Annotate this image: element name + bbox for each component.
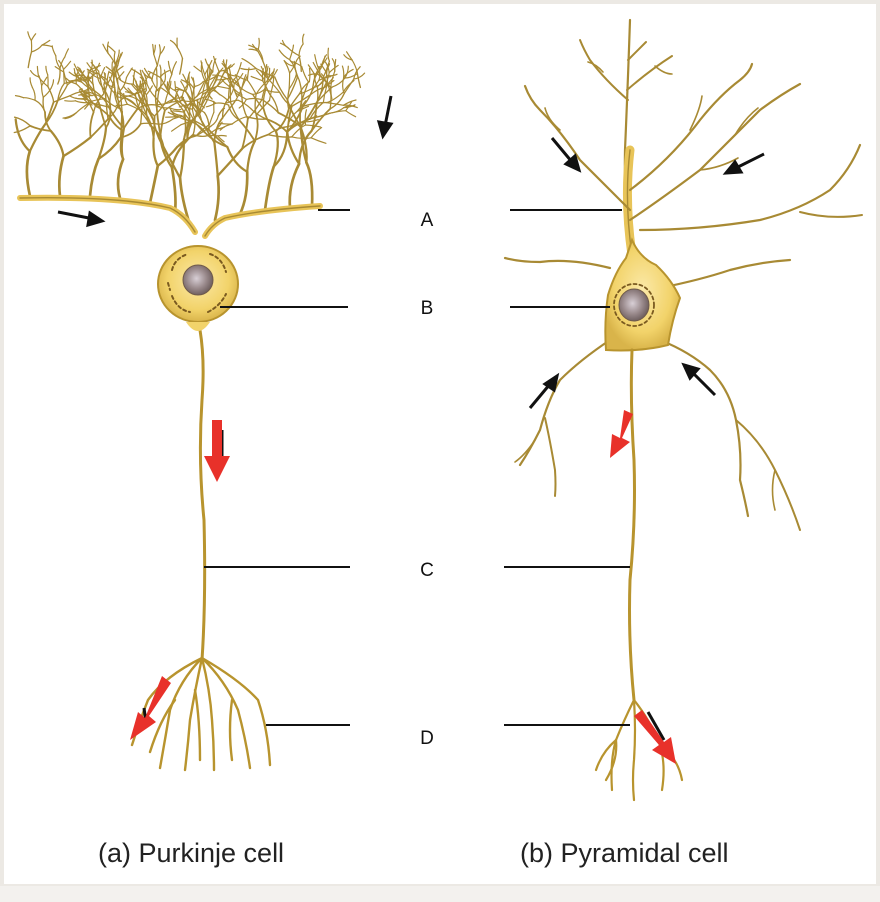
bottom-strip xyxy=(0,886,880,902)
red-arrow-icon xyxy=(130,676,171,740)
label-b: B xyxy=(420,298,434,319)
black-arrow-icon xyxy=(681,362,717,397)
label-d: D xyxy=(420,728,434,749)
black-arrow-icon xyxy=(646,711,666,741)
red-arrow-icon xyxy=(634,710,676,764)
purkinje-nissl-dots xyxy=(167,253,227,313)
purkinje-dendritic-tree xyxy=(13,31,366,227)
caption-purkinje-cell: (a) Purkinje cell xyxy=(98,838,285,868)
leader-lines xyxy=(204,209,630,726)
purkinje-primary-dendrite xyxy=(204,205,321,237)
pyramidal-axon xyxy=(628,348,636,702)
black-arrow-icon xyxy=(528,372,560,409)
purkinje-cell xyxy=(13,31,366,772)
purkinje-primary-dendrite xyxy=(17,194,198,235)
purkinje-nucleus xyxy=(182,264,214,296)
label-c: C xyxy=(420,560,434,581)
black-arrow-icon xyxy=(722,152,765,175)
caption-pyramidal-cell: (b) Pyramidal cell xyxy=(520,838,729,868)
purkinje-primary-dendrite xyxy=(202,203,323,239)
black-arrow-icon xyxy=(376,95,394,140)
output-arrows xyxy=(130,410,676,764)
input-arrows xyxy=(57,95,765,741)
red-arrow-icon xyxy=(610,410,633,458)
pyramidal-nucleus xyxy=(618,288,650,322)
label-a: A xyxy=(420,210,434,231)
purkinje-axon-terminals xyxy=(130,656,272,772)
black-arrow-icon xyxy=(550,137,582,173)
pyramidal-cell xyxy=(503,18,863,802)
red-arrow-icon xyxy=(204,420,230,482)
black-arrow-icon xyxy=(57,210,106,228)
figure-panel xyxy=(4,4,876,884)
purkinje-primary-dendrite xyxy=(19,197,196,233)
purkinje-axon xyxy=(198,328,207,662)
